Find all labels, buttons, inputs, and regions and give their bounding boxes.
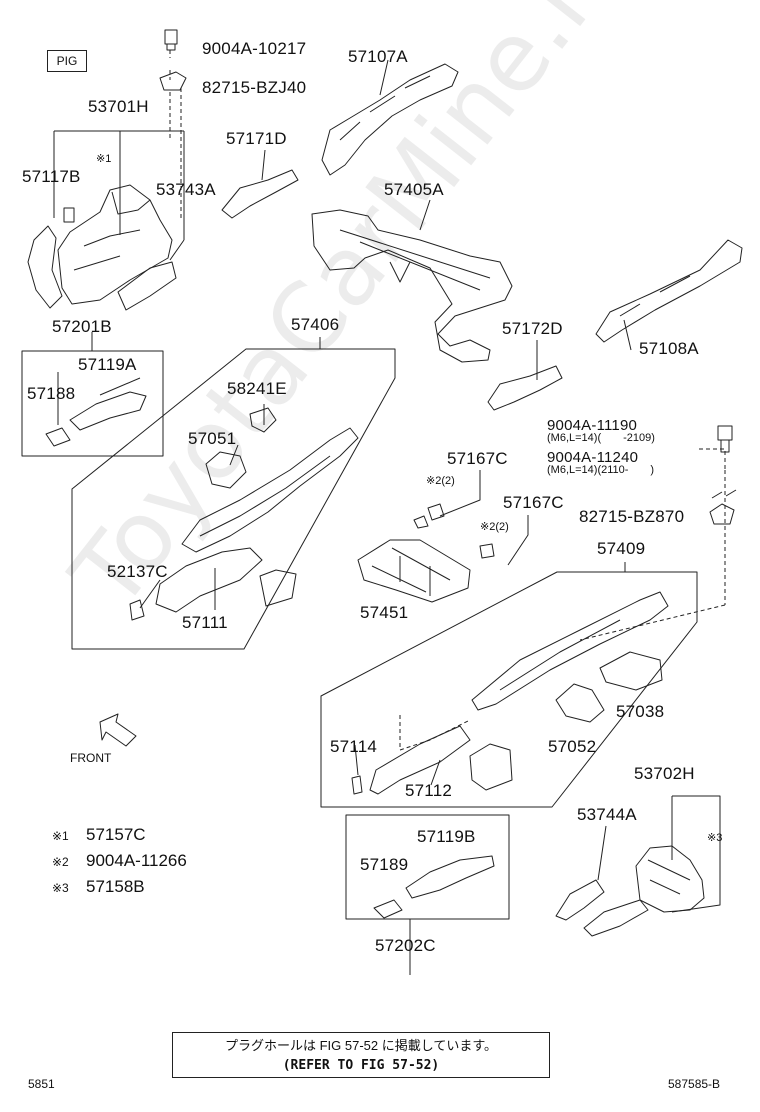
front-arrow-shape [99,713,137,747]
part-52137C-shape [129,599,145,621]
label-57107A[interactable]: 57107A [348,47,408,66]
label-9004A-10217[interactable]: 9004A-10217 [202,39,307,58]
part-57052-shape [555,683,605,723]
front-label: FRONT [70,751,112,765]
label-57119B[interactable]: 57119B [417,827,476,846]
label-53743A[interactable]: 53743A [156,180,216,199]
reference-note-box: プラグホールは FIG 57-52 に掲載しています。 (REFER TO FI… [172,1032,550,1078]
label-9004A-11190[interactable]: 9004A-11190 [547,417,638,434]
label-57405A[interactable]: 57405A [384,180,444,199]
label-57117B[interactable]: 57117B [22,167,81,186]
legend-row-1: ※1 57157C [52,826,146,843]
label-57051[interactable]: 57051 [188,429,237,448]
part-57409-shape [471,591,669,711]
label-57172D[interactable]: 57172D [502,319,563,338]
mark-1: ※1 [96,153,112,165]
part-57038-shape [599,651,663,691]
label-52137C[interactable]: 52137C [107,562,168,581]
legend-part[interactable]: 57157C [86,825,146,844]
part-57171D-shape [221,169,299,219]
label-57201B[interactable]: 57201B [52,317,112,336]
label-53701H[interactable]: 53701H [88,97,149,116]
part-53743A-shape [117,261,177,311]
label-57409[interactable]: 57409 [597,539,646,558]
label-53702H[interactable]: 53702H [634,764,695,783]
label-57167C-upper[interactable]: 57167C [447,449,508,468]
label-57052[interactable]: 57052 [548,737,597,756]
label-57038[interactable]: 57038 [616,702,665,721]
label-57119A[interactable]: 57119A [78,355,137,374]
box-57406 [71,348,396,650]
box-57409 [320,571,698,808]
label-57188[interactable]: 57188 [27,384,76,403]
legend-row-2: ※2 9004A-11266 [52,852,187,869]
legend-mark: ※1 [52,829,69,843]
label-57189[interactable]: 57189 [360,855,409,874]
label-53744A[interactable]: 53744A [577,805,637,824]
legend-part[interactable]: 57158B [86,877,145,896]
part-57108A-shape [595,239,743,343]
box-57202C [345,814,510,920]
part-57189-shape [373,899,403,919]
label-9004A-11240[interactable]: 9004A-11240 [547,449,639,466]
figure-badge: PIG [47,50,87,72]
reference-english: (REFER TO FIG 57-52) [282,1058,440,1073]
label-57202C[interactable]: 57202C [375,936,436,955]
legend-part[interactable]: 9004A-11266 [86,851,187,870]
mark-2-lower: ※2(2) [480,521,509,533]
part-57119A-shape [69,391,147,431]
part-57111-bracket [259,569,297,607]
label-57114[interactable]: 57114 [330,737,378,756]
mark-2-upper: ※2(2) [426,475,455,487]
legend-row-3: ※3 57158B [52,878,145,895]
reference-japanese: プラグホールは FIG 57-52 に掲載しています。 [224,1038,498,1053]
part-57172D-shape [487,365,563,411]
label-82715-BZJ40[interactable]: 82715-BZJ40 [202,78,307,97]
part-57451-shape [357,539,471,603]
label-82715-BZ870[interactable]: 82715-BZ870 [579,507,685,526]
part-57112-shape [369,725,471,795]
part-57111-shape [155,547,263,613]
part-57107A-shape [321,63,459,176]
label-57111[interactable]: 57111 [182,613,228,632]
part-57117B-shape [27,225,63,309]
note-9004A-11240: (M6,L=14)(2110- ) [547,464,655,476]
label-58241E[interactable]: 58241E [227,379,287,398]
part-58241E-shape [249,407,277,433]
label-57108A[interactable]: 57108A [639,339,699,358]
label-57406[interactable]: 57406 [291,315,340,334]
part-57405A-shape [311,209,513,363]
footer-right-code: 587585-B [668,1077,721,1091]
label-57167C-lower[interactable]: 57167C [503,493,564,512]
legend-mark: ※2 [52,855,69,869]
part-57406-shape [181,427,359,553]
part-53744A-shape [555,879,605,921]
part-53701H-shape [57,184,173,305]
part-57119B-shape [405,855,495,899]
part-53702H-shape [635,845,705,913]
label-57451[interactable]: 57451 [360,603,409,622]
part-57051-shape [205,451,247,489]
legend-mark: ※3 [52,881,69,895]
footer-left-code: 5851 [28,1077,55,1091]
part-57188-shape [45,427,71,447]
note-9004A-11190: (M6,L=14)( -2109) [547,432,655,444]
part-57112-bracket [469,743,513,791]
label-57112[interactable]: 57112 [405,781,453,800]
mark-3: ※3 [707,832,723,844]
part-57114-shape [351,775,363,795]
label-57171D[interactable]: 57171D [226,129,287,148]
